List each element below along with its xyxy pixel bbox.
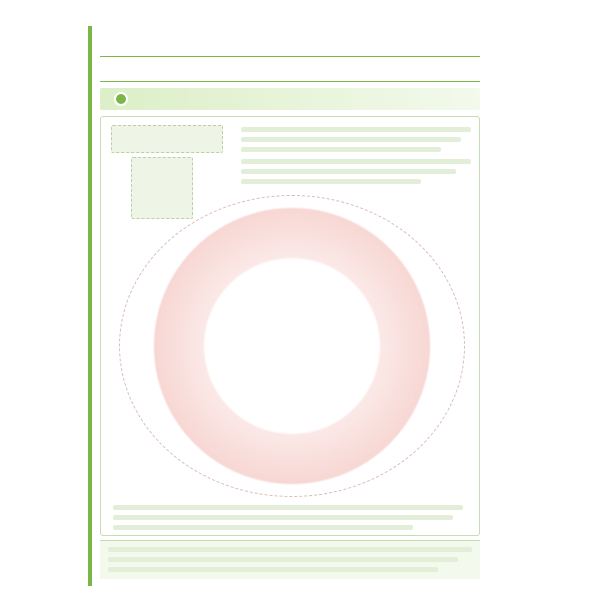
content-area	[100, 116, 480, 536]
text-line-placeholder	[108, 557, 458, 562]
qr-panel-placeholder	[131, 157, 193, 219]
diagram-placeholder	[119, 195, 465, 497]
section-marker-icon	[114, 92, 128, 106]
text-line-placeholder	[113, 515, 453, 520]
text-line-placeholder	[108, 547, 472, 552]
text-line-placeholder	[113, 525, 413, 530]
text-line-placeholder	[241, 137, 461, 142]
text-line-placeholder	[108, 567, 438, 572]
subheading-placeholder	[111, 125, 223, 153]
text-line-placeholder	[241, 147, 441, 152]
text-line-placeholder	[241, 169, 456, 174]
text-line-placeholder	[241, 159, 471, 164]
title-bar	[100, 56, 480, 82]
section-band	[100, 88, 480, 110]
text-line-placeholder	[113, 505, 463, 510]
glossary-footer	[100, 540, 480, 579]
text-line-placeholder	[241, 179, 421, 184]
sidebar-stripe	[88, 26, 92, 586]
text-line-placeholder	[241, 127, 471, 132]
